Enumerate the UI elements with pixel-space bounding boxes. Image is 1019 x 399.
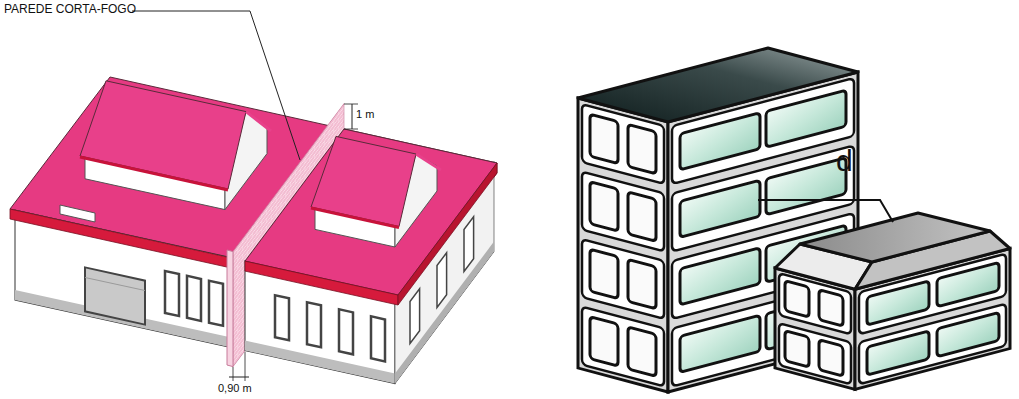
window	[628, 327, 656, 376]
roof-eave	[80, 157, 228, 190]
wall-label: PAREDE CORTA-FOGO	[4, 3, 136, 16]
window	[590, 182, 618, 231]
gable-roof	[311, 136, 416, 226]
porch	[60, 205, 95, 222]
window	[785, 331, 809, 367]
window	[680, 180, 760, 237]
dimension-line	[229, 377, 249, 378]
window	[187, 276, 201, 321]
window	[819, 340, 843, 376]
roof-edge	[416, 154, 441, 170]
extension-line	[233, 367, 234, 381]
window	[410, 289, 420, 344]
window	[628, 124, 656, 173]
leader-line	[132, 11, 300, 160]
window	[165, 271, 179, 316]
window	[307, 302, 321, 347]
fire-wall-edge	[227, 250, 233, 367]
window	[590, 317, 618, 366]
dimension-label: 0,90 m	[218, 382, 252, 394]
dimension-label: 1 m	[356, 108, 374, 120]
window	[339, 309, 353, 354]
extension-line	[344, 129, 358, 130]
window	[628, 192, 656, 241]
distance-line	[758, 200, 893, 222]
window	[628, 259, 656, 308]
window	[371, 316, 385, 361]
window	[680, 248, 760, 305]
facade	[15, 210, 245, 351]
window	[437, 253, 447, 308]
window	[937, 262, 999, 306]
window	[209, 281, 223, 326]
window	[275, 295, 289, 340]
window	[766, 90, 846, 147]
roof-edge	[246, 112, 271, 131]
roof-eave	[311, 208, 399, 228]
floor-panel	[779, 323, 851, 384]
floor-panel	[582, 239, 664, 319]
distance-label: d	[836, 144, 853, 177]
window	[590, 114, 618, 163]
window	[680, 113, 760, 170]
floor-panel	[582, 307, 664, 387]
window	[937, 312, 999, 356]
fascia	[245, 261, 398, 305]
dimension-line	[352, 104, 353, 129]
extension-line	[344, 104, 358, 105]
window	[590, 249, 618, 298]
gable-roof	[80, 81, 246, 189]
door	[85, 267, 145, 324]
roof-top	[800, 213, 990, 262]
building-top	[578, 48, 858, 122]
floor-panel	[582, 172, 664, 252]
window	[867, 331, 929, 375]
building-face	[668, 72, 858, 392]
window	[766, 158, 846, 215]
window	[680, 315, 760, 372]
door-line	[85, 277, 145, 290]
building-face	[578, 98, 668, 392]
window	[867, 281, 929, 325]
window	[785, 281, 809, 317]
window	[819, 290, 843, 326]
window	[464, 217, 474, 272]
